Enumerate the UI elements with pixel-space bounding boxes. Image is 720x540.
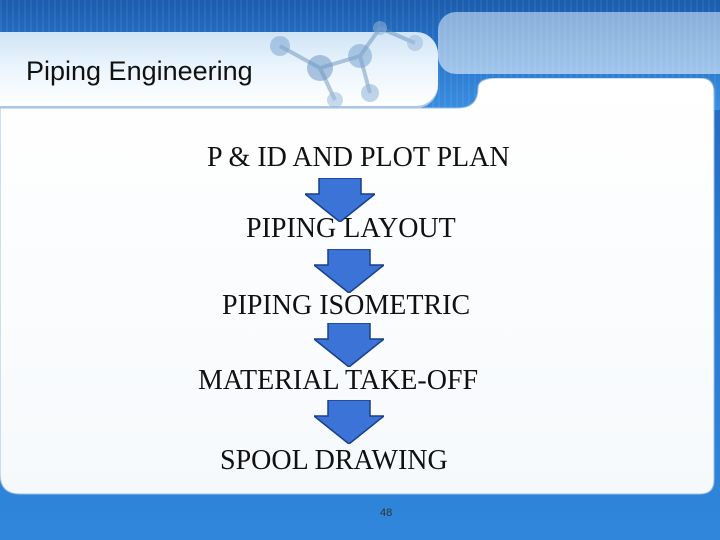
flow-step-2: PIPING LAYOUT — [246, 213, 456, 244]
page-number: 48 — [380, 507, 393, 519]
header-right-panel — [438, 12, 720, 74]
flow-step-5: SPOOL DRAWING — [220, 445, 448, 476]
slide-title: Piping Engineering — [26, 56, 253, 86]
down-arrow-icon — [314, 249, 384, 293]
down-arrow-icon — [314, 400, 384, 444]
down-arrow-icon — [305, 178, 375, 222]
flow-step-4: MATERIAL TAKE-OFF — [198, 365, 479, 396]
flow-step-3: PIPING ISOMETRIC — [222, 290, 471, 321]
flow-step-1: P & ID AND PLOT PLAN — [207, 142, 510, 173]
down-arrow-icon — [314, 323, 384, 367]
molecule-icon — [270, 21, 423, 108]
